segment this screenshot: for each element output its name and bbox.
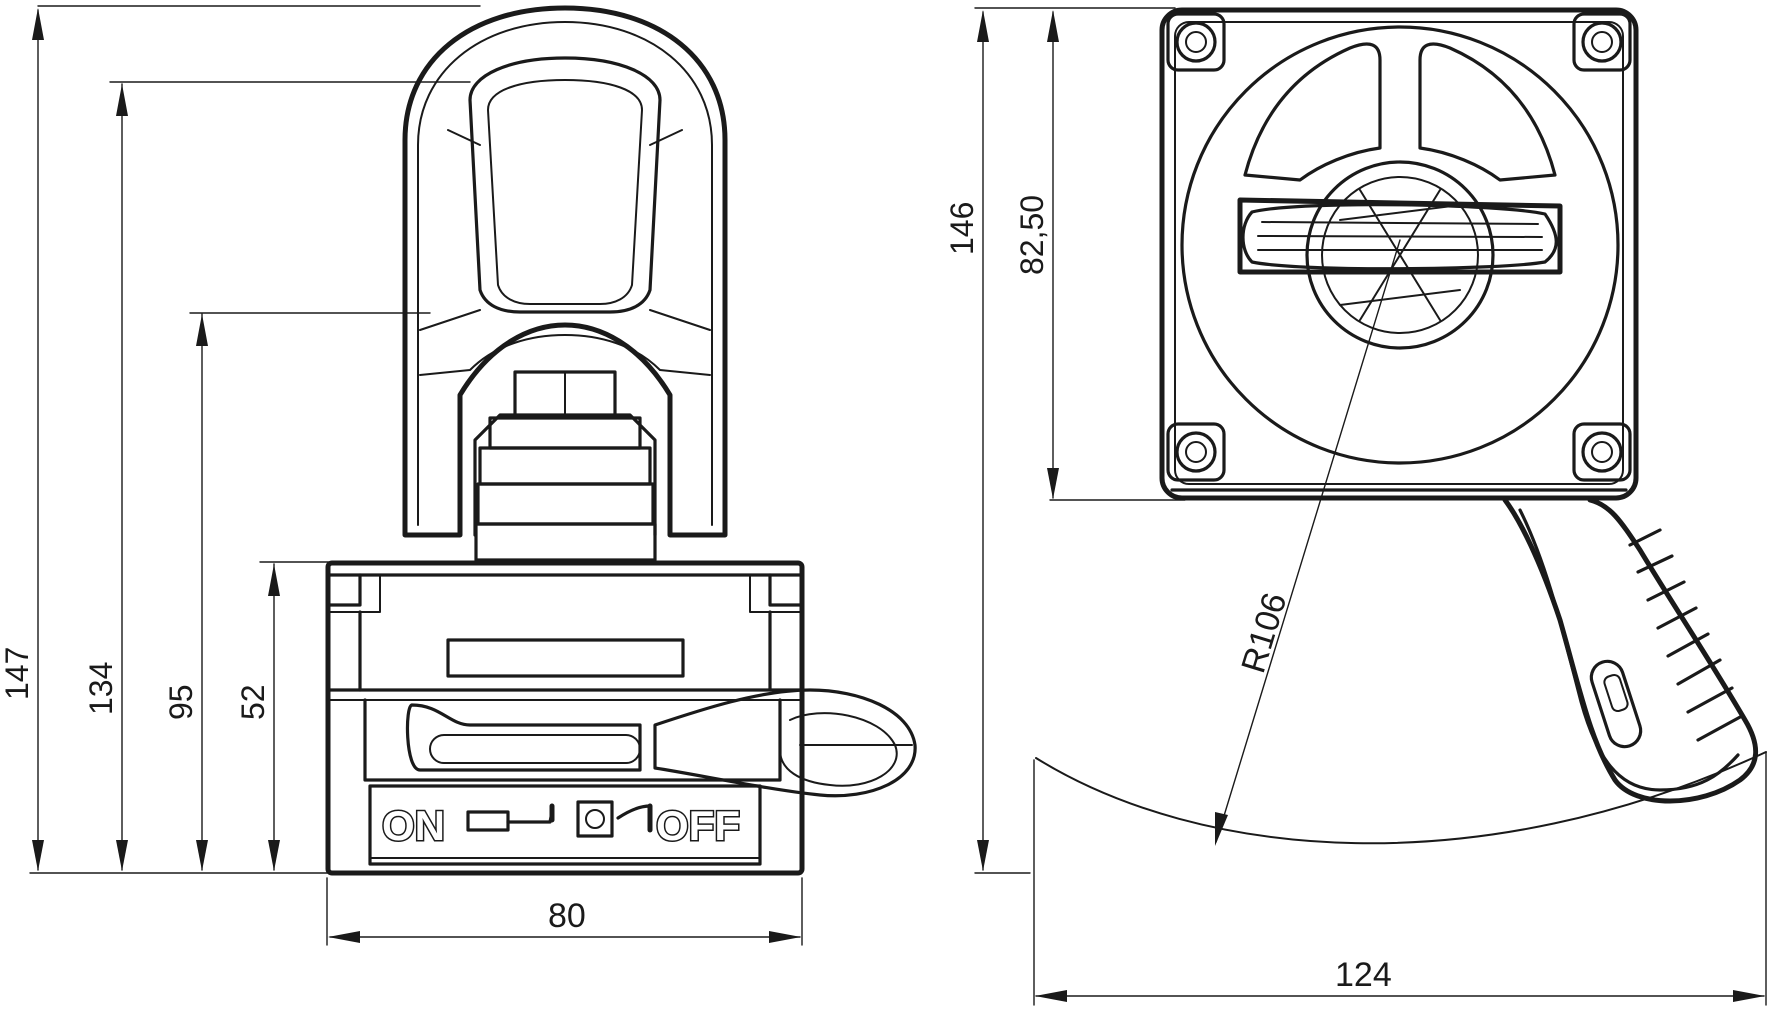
screw-bottom-left	[1166, 422, 1226, 482]
swung-handle	[1502, 497, 1759, 804]
screw-top-left	[1166, 12, 1226, 72]
magnet-body: ON OFF	[325, 560, 917, 876]
top-horizontal-dimension: 124	[1033, 751, 1767, 1006]
dim-label-146: 146	[944, 202, 980, 255]
side-view: 147 134 95 52 80	[0, 5, 917, 946]
dim-label-124: 124	[1335, 956, 1392, 994]
dim-label-52: 52	[235, 684, 271, 720]
off-label: OFF	[656, 802, 740, 849]
handle-swing-arc	[1035, 751, 1767, 845]
radius-line	[1215, 239, 1401, 843]
screw-bottom-right	[1572, 422, 1632, 482]
on-label: ON	[382, 802, 445, 849]
dim-label-82-50: 82,50	[1014, 195, 1050, 275]
switch-housing	[1159, 7, 1639, 501]
dim-label-134: 134	[83, 662, 119, 715]
dim-label-80: 80	[548, 897, 586, 935]
side-horizontal-dimension: 80	[326, 877, 803, 946]
screw-top-right	[1572, 12, 1632, 72]
top-vertical-dimensions: 146 82,50	[944, 7, 1186, 874]
side-vertical-dimensions: 147 134 95 52	[0, 5, 481, 874]
lifting-eye	[402, 5, 728, 562]
top-view: 146 82,50 124 R106	[944, 7, 1767, 1006]
radius-indicator: R106	[1035, 239, 1767, 846]
dim-label-95: 95	[163, 684, 199, 720]
handle-grip-ribs	[1628, 528, 1744, 742]
dim-label-147: 147	[0, 647, 35, 700]
radius-label: R106	[1234, 588, 1294, 677]
